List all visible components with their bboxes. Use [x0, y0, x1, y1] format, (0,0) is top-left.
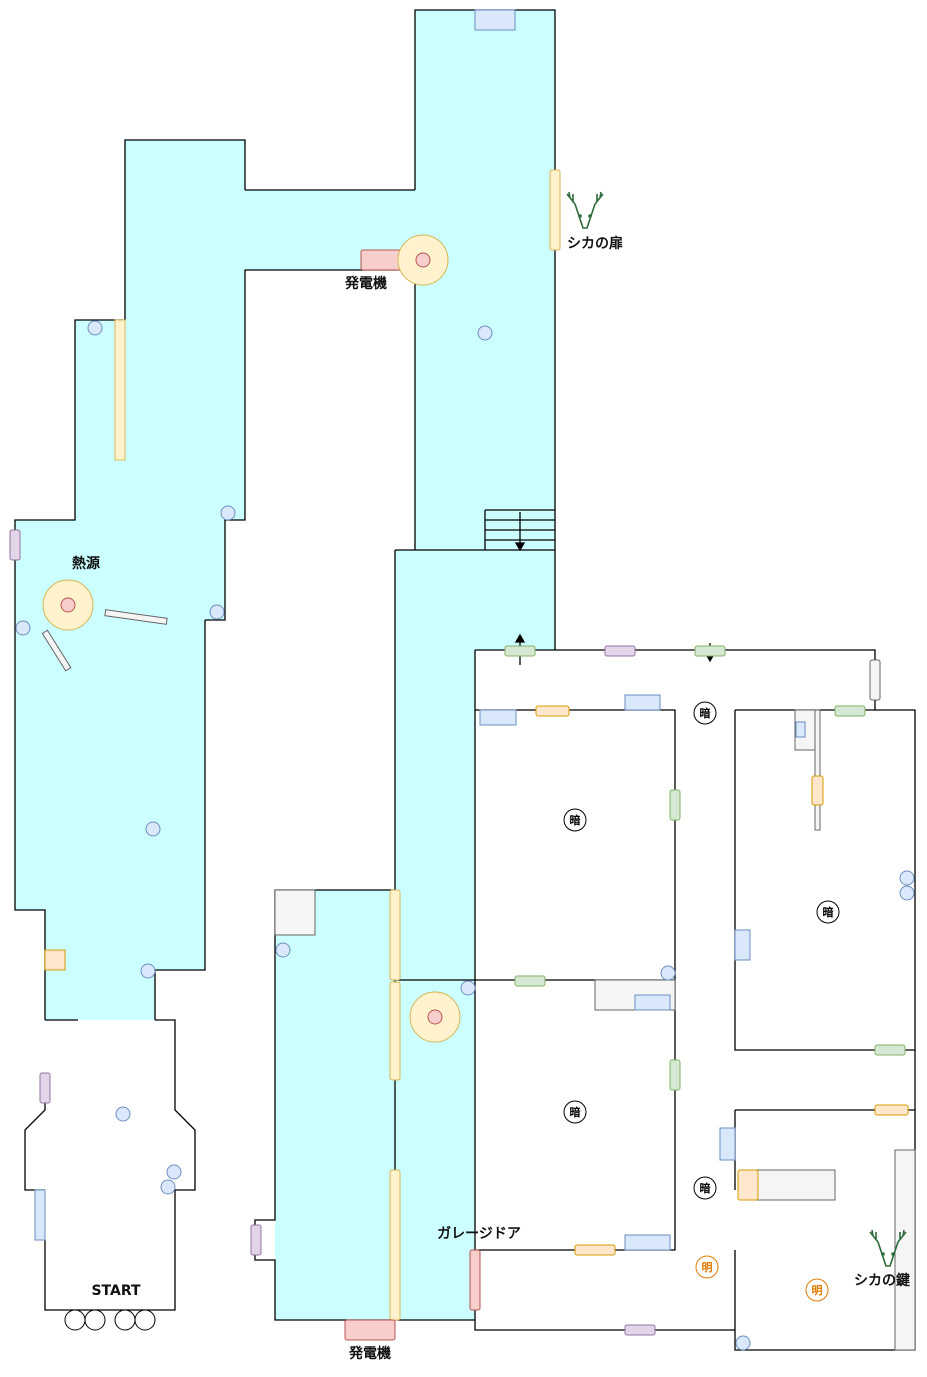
dark-marker: 暗: [563, 1100, 587, 1124]
dark-marker: 暗: [693, 701, 717, 725]
door-orange[interactable]: [874, 1104, 909, 1116]
lit-floor-areas: [15, 10, 555, 1320]
door-garage-2[interactable]: [389, 981, 401, 1081]
item-dots[interactable]: [15, 320, 915, 1351]
start-entrance[interactable]: [64, 1309, 156, 1331]
doors-purple[interactable]: [9, 529, 656, 1336]
light-marker: 明: [805, 1278, 829, 1302]
door-purple[interactable]: [39, 1072, 51, 1104]
door-green[interactable]: [874, 1044, 906, 1056]
door-purple[interactable]: [604, 645, 636, 657]
deer-key-label: シカの鍵: [854, 1272, 910, 1289]
door-garage-3[interactable]: [389, 1169, 401, 1321]
door-green[interactable]: [669, 1059, 681, 1091]
garage-door[interactable]: [469, 1249, 481, 1311]
door-green[interactable]: [834, 705, 866, 717]
generator-bottom-label: 発電機: [348, 1345, 391, 1362]
deer-icon: [869, 1229, 907, 1267]
svg-text:暗: 暗: [700, 1181, 711, 1195]
heat-room-lower: [15, 620, 205, 910]
door-purple[interactable]: [250, 1224, 262, 1256]
heat-core: [427, 1009, 443, 1025]
svg-text:暗: 暗: [570, 1105, 581, 1119]
windows-blue: [34, 9, 806, 1251]
door-green[interactable]: [669, 789, 681, 821]
upper-west-room: [125, 140, 245, 520]
heat-source-label: 熱源: [72, 555, 100, 572]
generator-top-label: 発電機: [344, 275, 387, 292]
heat-room-bottom: [45, 910, 205, 970]
door-purple[interactable]: [9, 529, 21, 561]
deer-door[interactable]: [549, 169, 561, 251]
door-orange[interactable]: [811, 775, 824, 806]
garage-west: [275, 890, 395, 1320]
heat-sources: [42, 234, 461, 1043]
svg-text:暗: 暗: [823, 905, 834, 919]
heat-core: [415, 252, 431, 268]
door-garage-1[interactable]: [389, 889, 401, 981]
doors-yellow[interactable]: [114, 169, 561, 1321]
door-green[interactable]: [694, 645, 726, 657]
door-west-long[interactable]: [114, 319, 126, 461]
door-orange[interactable]: [535, 705, 570, 717]
dark-markers: 暗 暗 暗 暗 暗: [563, 701, 840, 1200]
dark-marker: 暗: [563, 808, 587, 832]
light-markers: 明 明: [695, 1255, 829, 1302]
dark-marker: 暗: [693, 1176, 717, 1200]
door-green[interactable]: [504, 645, 536, 657]
doors-green[interactable]: [504, 645, 906, 1091]
svg-text:暗: 暗: [570, 813, 581, 827]
door-green[interactable]: [514, 975, 546, 987]
garage-door-label: ガレージドア: [437, 1226, 521, 1242]
door-small-orange[interactable]: [44, 949, 66, 971]
svg-text:明: 明: [702, 1261, 713, 1274]
svg-text:暗: 暗: [700, 706, 711, 720]
start-label: START: [91, 1283, 141, 1299]
deer-door-label: シカの扉: [567, 235, 623, 252]
mid-corridor-top: [395, 550, 555, 650]
door-purple[interactable]: [624, 1324, 656, 1336]
deer-icon: [566, 191, 604, 229]
light-marker: 明: [695, 1255, 719, 1279]
dark-marker: 暗: [816, 900, 840, 924]
doors-orange[interactable]: [44, 705, 909, 1256]
arrow-down-icon: [514, 542, 526, 552]
svg-text:明: 明: [812, 1284, 823, 1297]
start-link: [45, 970, 155, 1020]
generator-bottom[interactable]: [344, 1319, 396, 1341]
heat-core: [60, 597, 76, 613]
door-orange[interactable]: [737, 1169, 759, 1201]
door-orange[interactable]: [574, 1244, 616, 1256]
arrow-up-icon: [514, 633, 526, 643]
